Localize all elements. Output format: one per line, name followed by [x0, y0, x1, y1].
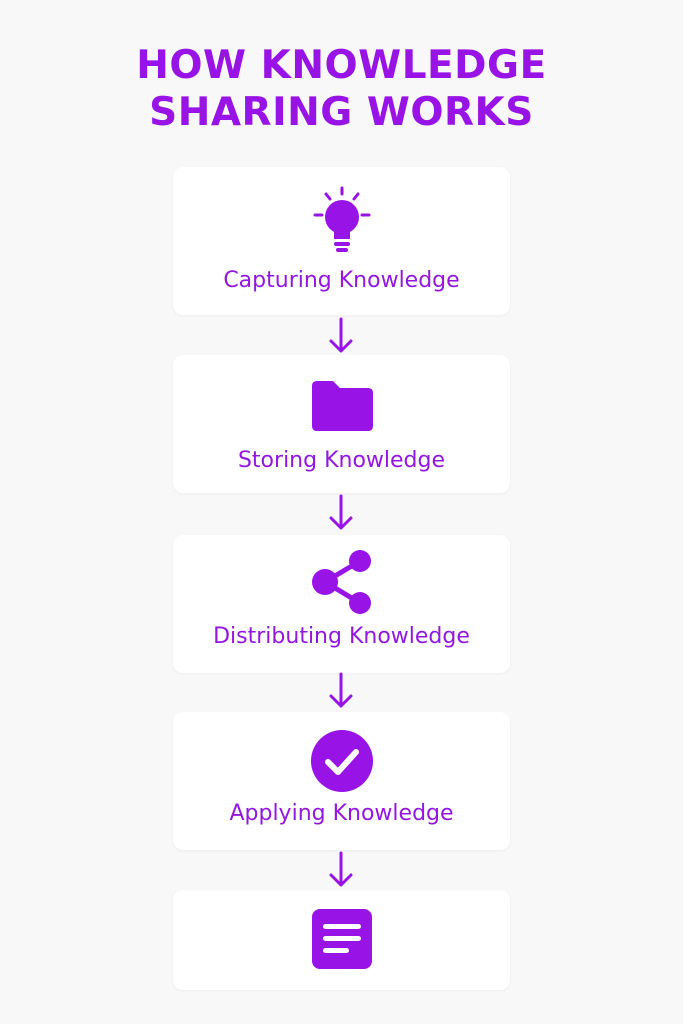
step-card-capturing: Capturing Knowledge — [173, 167, 510, 315]
step-card-storing: Storing Knowledge — [173, 355, 510, 493]
share-icon — [311, 550, 371, 614]
title-line-1: HOW KNOWLEDGE — [136, 43, 547, 88]
page-title: HOW KNOWLEDGE SHARING WORKS — [0, 42, 683, 136]
arrow-down-icon — [329, 851, 353, 887]
arrow-down-icon — [329, 317, 353, 353]
lightbulb-icon — [313, 186, 370, 252]
step-label-capturing: Capturing Knowledge — [223, 268, 460, 293]
step-label-applying: Applying Knowledge — [229, 801, 454, 826]
folder-icon — [311, 381, 373, 431]
step-label-storing: Storing Knowledge — [237, 448, 446, 473]
step-label-distributing: Distributing Knowledge — [213, 624, 470, 649]
arrow-down-icon — [329, 672, 353, 708]
step-card-applying: Applying Knowledge — [173, 712, 510, 850]
title-line-2: SHARING WORKS — [149, 90, 534, 135]
check-circle-icon — [310, 730, 373, 792]
step-card-document — [173, 890, 510, 990]
step-card-distributing: Distributing Knowledge — [173, 535, 510, 673]
arrow-down-icon — [329, 494, 353, 530]
document-icon — [311, 909, 372, 969]
